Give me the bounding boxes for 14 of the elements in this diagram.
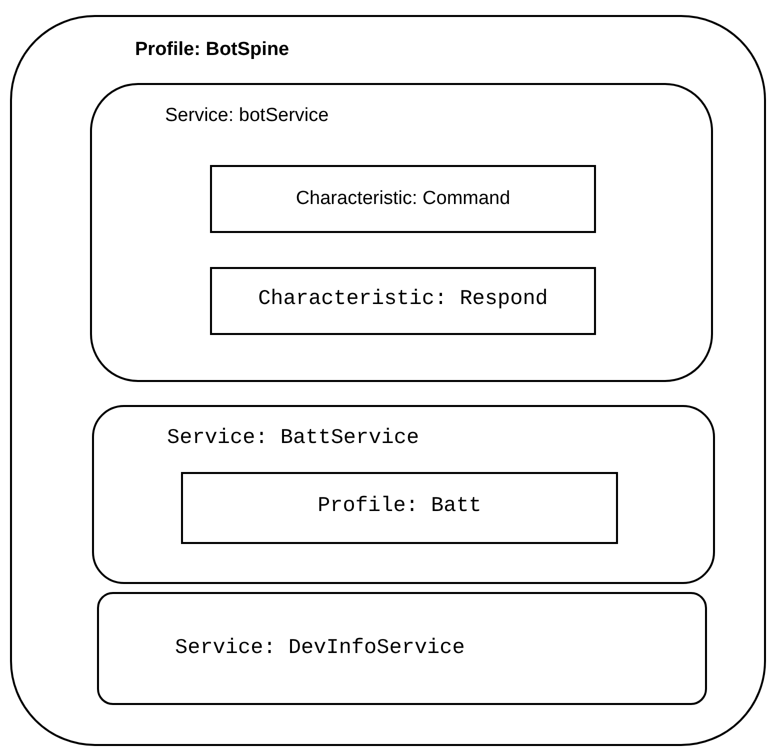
rounded-container — [97, 592, 707, 705]
characteristic-box — [181, 472, 618, 544]
rounded-container — [10, 15, 766, 746]
characteristic-box — [210, 267, 596, 335]
box-label: Characteristic: Command — [294, 188, 512, 210]
container-title: Service: botService — [165, 105, 329, 127]
container-title: Profile: BotSpine — [135, 39, 290, 61]
rounded-container — [90, 83, 713, 382]
characteristic-box — [210, 165, 596, 233]
container-title: Service: DevInfoService — [175, 637, 465, 660]
container-title: Service: BattService — [167, 427, 420, 450]
box-label: Characteristic: Respond — [257, 288, 549, 312]
box-label: Profile: Batt — [316, 495, 482, 518]
rounded-container — [92, 405, 715, 584]
